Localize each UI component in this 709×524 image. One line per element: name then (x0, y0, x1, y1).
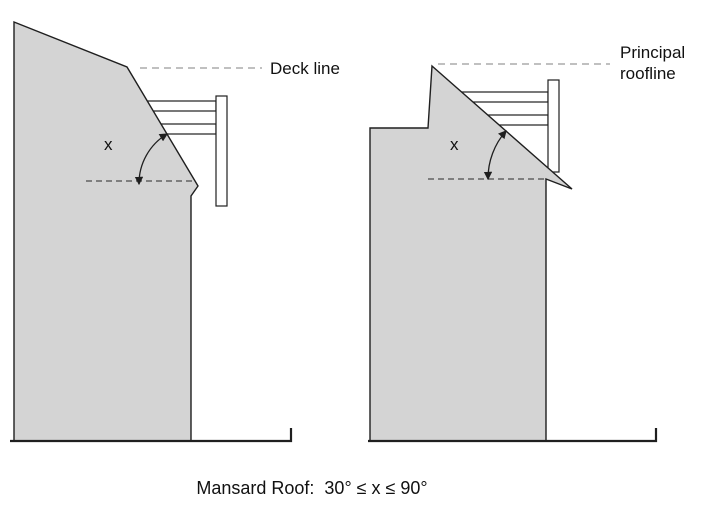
deck-line-label: Deck line (270, 59, 340, 78)
left-roof-rail-upper (146, 100, 217, 112)
right-ground-line (368, 428, 658, 443)
right-figure: Principal roofline x (368, 43, 685, 443)
principal-roofline-label-line2: roofline (620, 64, 676, 83)
left-roof-post (215, 95, 228, 207)
left-ground-line (10, 428, 293, 443)
caption: Mansard Roof: 30° ≤ x ≤ 90° (196, 478, 427, 498)
left-building-silhouette (13, 20, 199, 442)
right-angle-label: x (450, 135, 459, 154)
left-angle-arc (134, 133, 169, 186)
right-roof-post (547, 79, 560, 173)
right-roof-rail-upper (460, 91, 549, 103)
right-angle-arc (483, 130, 507, 181)
principal-roofline-label-line1: Principal (620, 43, 685, 62)
left-roof-rail-lower (160, 123, 217, 135)
left-figure: Deck line x (10, 20, 340, 443)
left-angle-label: x (104, 135, 113, 154)
